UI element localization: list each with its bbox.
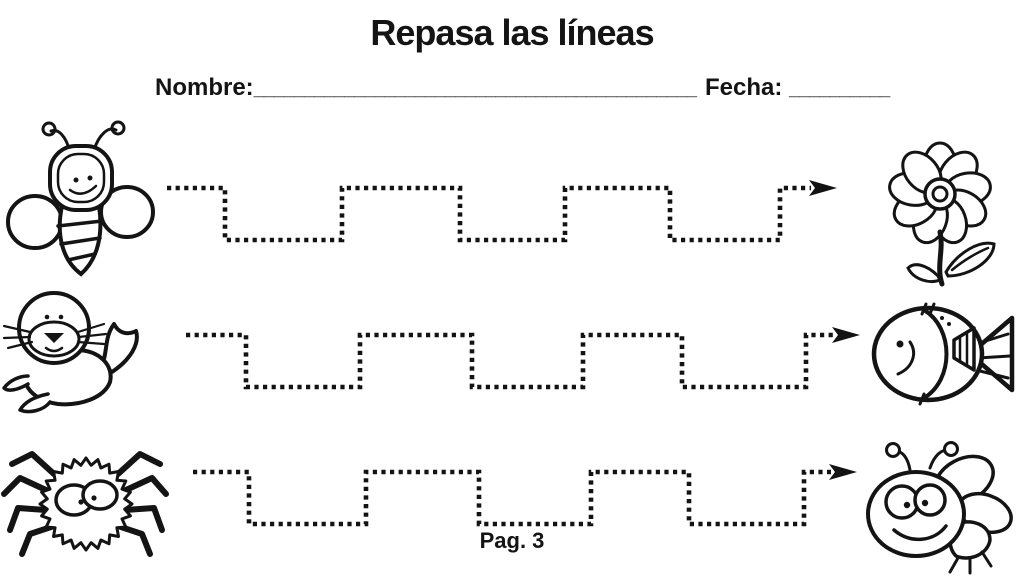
seal-tail	[102, 324, 137, 372]
tracing-line-1	[167, 180, 837, 243]
spider-eye	[83, 481, 117, 509]
fish-body	[874, 308, 982, 400]
antenna-curl	[112, 122, 124, 134]
date-field: Fecha: __________	[705, 74, 890, 102]
bee-image	[858, 430, 1020, 575]
tracing-line-3	[193, 464, 857, 527]
flower-image	[862, 132, 1018, 290]
seal-flipper	[20, 394, 50, 412]
bee-eye	[886, 486, 918, 518]
antenna-curl	[945, 443, 958, 456]
date-blank-line: __________	[789, 79, 890, 100]
page-title: Repasa las líneas	[370, 12, 654, 53]
fish-image	[866, 300, 1018, 408]
spider-legs	[4, 454, 166, 554]
tracing-line-2	[186, 327, 860, 390]
seal-image	[2, 286, 158, 410]
arrow-icon	[832, 327, 860, 343]
page-number: Pag. 3	[479, 528, 545, 553]
name-field: Nombre:_________________________________…	[155, 74, 697, 102]
name-label: Nombre:	[155, 74, 254, 101]
seal-whiskers	[4, 324, 106, 348]
date-label: Fecha:	[705, 74, 790, 101]
bee-eye	[915, 485, 945, 515]
arrow-icon	[829, 464, 857, 480]
name-blank-line: ________________________________________…	[253, 79, 697, 100]
seal-flipper	[4, 376, 28, 390]
arrow-icon	[809, 180, 837, 196]
seal-nose	[44, 333, 64, 343]
flower-leaf	[908, 265, 940, 282]
bee-image	[6, 104, 156, 280]
flower-stem	[940, 232, 942, 284]
fish-eye	[896, 340, 904, 348]
antenna-curl	[887, 444, 900, 457]
antenna-curl	[43, 123, 55, 135]
spider-image	[2, 432, 168, 576]
bee-head	[50, 146, 112, 210]
bee-wing	[8, 196, 62, 248]
